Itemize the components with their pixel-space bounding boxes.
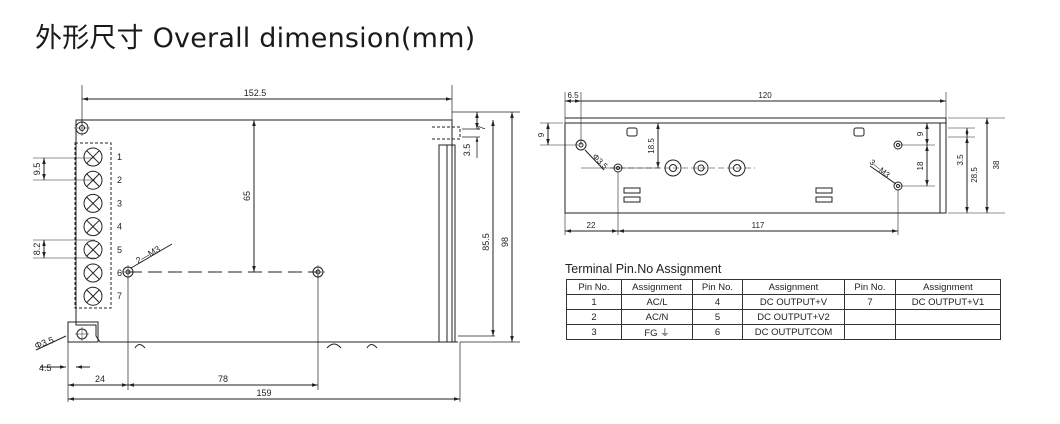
header-pin-no-3: Pin No. xyxy=(844,279,896,295)
header-assignment-3: Assignment xyxy=(895,279,1001,295)
dim-117: 117 xyxy=(752,221,765,230)
dim-9: 9 xyxy=(537,132,546,137)
table-row: 3 FG ⏚ 6 DC OUTPUTCOM xyxy=(566,324,1001,340)
dim-85-5: 85.5 xyxy=(481,233,491,251)
terminal-number: 6 xyxy=(117,268,122,278)
end-view xyxy=(540,92,1005,235)
terminal-number: 5 xyxy=(117,245,122,255)
dim-3-5: 3.5 xyxy=(462,144,472,157)
table-cell: 2 xyxy=(566,309,622,325)
dim-24: 24 xyxy=(95,374,105,384)
dim-right-9: 9 xyxy=(916,131,925,136)
terminal-screw xyxy=(83,147,103,167)
header-pin-no-1: Pin No. xyxy=(566,279,622,295)
dim-18-5: 18.5 xyxy=(647,138,656,154)
table-cell: DC OUTPUT+V1 xyxy=(895,294,1001,310)
terminal-number: 7 xyxy=(117,291,122,301)
header-assignment-2: Assignment xyxy=(742,279,845,295)
terminal-number: 1 xyxy=(117,152,122,162)
terminal-number: 2 xyxy=(117,175,122,185)
table-cell: AC/N xyxy=(621,309,693,325)
table-cell: AC/L xyxy=(621,294,693,310)
table-cell: 4 xyxy=(692,294,743,310)
dim-right-18: 18 xyxy=(916,161,925,170)
pin-table-caption: Terminal Pin.No Assignment xyxy=(565,262,722,276)
dim-6-5: 6.5 xyxy=(567,91,579,100)
table-cell: 7 xyxy=(844,294,896,310)
dim-152-5: 152.5 xyxy=(244,88,267,98)
table-cell: DC OUTPUT+V2 xyxy=(742,309,845,325)
dim-159: 159 xyxy=(256,388,271,398)
dim-7: 7 xyxy=(477,125,487,130)
pin-assignment-table: Pin No. Assignment Pin No. Assignment Pi… xyxy=(566,279,1001,340)
table-header-row: Pin No. Assignment Pin No. Assignment Pi… xyxy=(566,279,1001,295)
dim-right-28-5: 28.5 xyxy=(970,167,979,183)
dim-right-38: 38 xyxy=(992,160,1001,169)
terminal-screw xyxy=(83,170,103,190)
header-pin-no-2: Pin No. xyxy=(692,279,743,295)
table-cell: 3 xyxy=(566,324,622,340)
dim-4-5: 4.5 xyxy=(39,363,52,373)
table-cell: 1 xyxy=(566,294,622,310)
table-cell xyxy=(844,324,896,340)
mount-hole-left xyxy=(121,265,135,279)
table-row: 1 AC/L 4 DC OUTPUT+V 7 DC OUTPUT+V1 xyxy=(566,294,1001,310)
terminal-screw xyxy=(83,286,103,306)
header-assignment-1: Assignment xyxy=(621,279,693,295)
table-cell xyxy=(895,309,1001,325)
table-cell: DC OUTPUT+V xyxy=(742,294,845,310)
dim-65: 65 xyxy=(242,191,252,201)
label-2-m3: 2—M3 xyxy=(134,244,162,266)
flange-hole xyxy=(75,327,89,341)
terminal-screw xyxy=(83,193,103,213)
terminal-screw xyxy=(83,240,103,260)
table-cell: 6 xyxy=(692,324,743,340)
dim-8-2: 8.2 xyxy=(32,243,42,256)
label-end-phi-3-5: Φ3.5 xyxy=(591,152,610,171)
terminal-screw xyxy=(83,263,103,283)
table-cell: FG ⏚ xyxy=(621,324,693,340)
terminal-block xyxy=(74,142,112,309)
table-cell xyxy=(844,309,896,325)
label-phi-3-5: Φ3.5 xyxy=(33,335,55,351)
side-view-outline xyxy=(75,119,453,343)
table-cell: DC OUTPUTCOM xyxy=(742,324,845,340)
table-cell: 5 xyxy=(692,309,743,325)
side-view xyxy=(33,85,520,402)
dim-22: 22 xyxy=(587,221,596,230)
terminal-screw xyxy=(83,217,103,237)
mount-flange xyxy=(67,321,99,343)
end-hole-top-right xyxy=(893,140,903,150)
mount-hole-right xyxy=(311,265,325,279)
dim-right-3-5: 3.5 xyxy=(956,154,965,166)
terminal-screws xyxy=(83,147,103,306)
terminal-numbers: 1 2 3 4 5 6 7 xyxy=(117,152,122,301)
terminal-number: 4 xyxy=(117,222,122,232)
table-row: 2 AC/N 5 DC OUTPUT+V2 xyxy=(566,309,1001,325)
end-hole-bottom-right xyxy=(893,181,903,191)
end-hole-left xyxy=(575,139,587,151)
dim-9-5: 9.5 xyxy=(32,163,42,176)
dim-120: 120 xyxy=(758,91,772,100)
corner-hole xyxy=(74,120,90,136)
page-title: 外形尺寸 Overall dimension(mm) xyxy=(35,23,476,54)
terminal-number: 3 xyxy=(117,198,122,208)
dim-98: 98 xyxy=(500,237,510,247)
label-3-m3: 3—M3 xyxy=(868,158,892,180)
table-cell xyxy=(895,324,1001,340)
dim-78: 78 xyxy=(218,374,228,384)
